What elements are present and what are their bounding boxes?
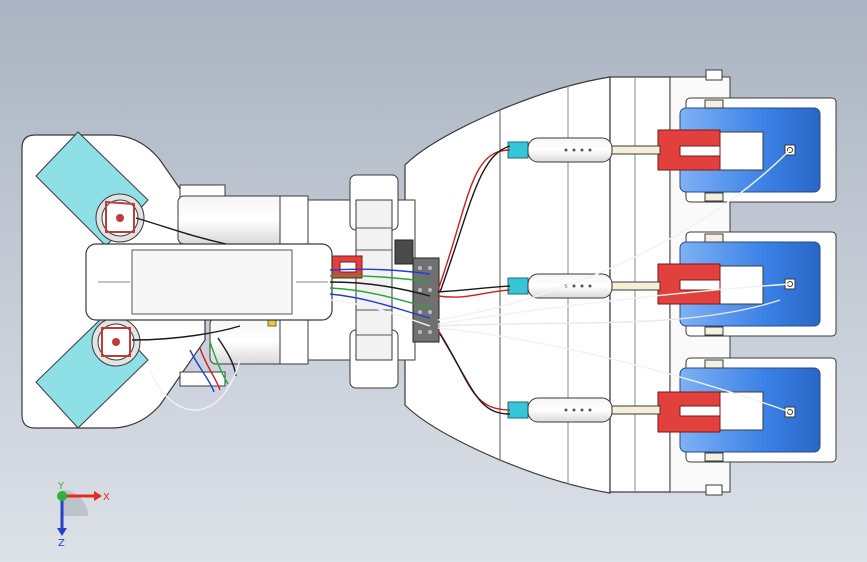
view-orientation-triad[interactable]: X Y Z — [44, 481, 114, 549]
palm-plate-top[interactable] — [35, 131, 149, 247]
z-axis-arrowhead — [57, 528, 67, 536]
finger-module-bottom[interactable] — [507, 357, 837, 463]
z-axis-label: Z — [58, 538, 65, 548]
arm-link[interactable] — [85, 243, 333, 321]
x-axis-arrowhead — [94, 491, 102, 501]
palm-plate-bottom[interactable] — [35, 313, 149, 429]
finger-module-top[interactable] — [507, 97, 837, 203]
y-axis-label: Y — [57, 482, 65, 492]
y-axis-dot — [57, 491, 67, 501]
wire-harness — [131, 145, 791, 415]
x-axis-label: X — [103, 492, 110, 503]
